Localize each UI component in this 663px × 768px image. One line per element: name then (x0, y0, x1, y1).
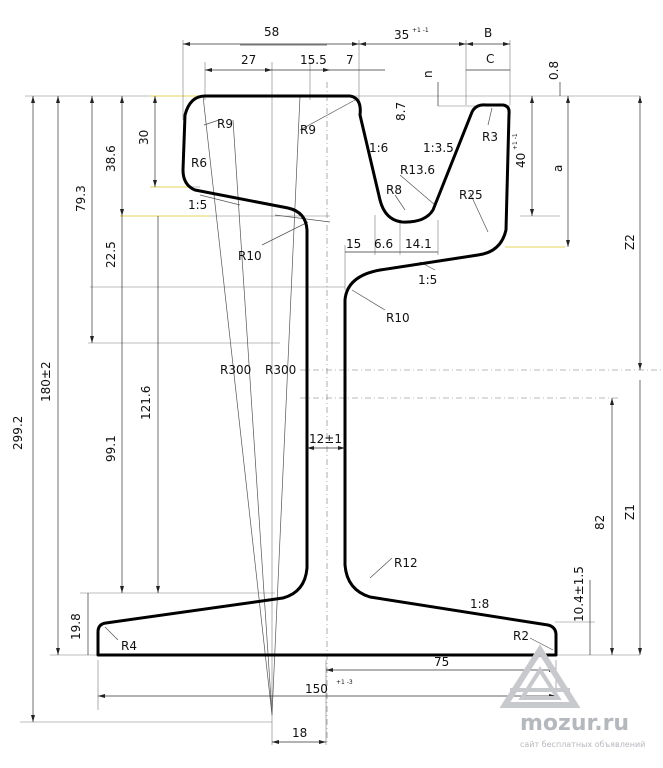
dim-10-4: 10.4±1.5 (572, 566, 586, 622)
dim-12: 12±1 (309, 432, 342, 446)
radius-r25: R25 (459, 188, 483, 202)
dim-a: a (551, 165, 565, 172)
dim-c: C (486, 52, 494, 66)
slope-1-5-left: 1:5 (188, 198, 207, 212)
dim-40-tol: +1 -1 (512, 133, 519, 150)
radius-r6: R6 (191, 156, 207, 170)
dim-75: 75 (434, 655, 449, 669)
radius-r12: R12 (394, 556, 418, 570)
dim-150: 150 (305, 682, 328, 696)
extension-lines (20, 95, 640, 723)
radius-r2: R2 (513, 629, 529, 643)
watermark-logo: mozur.ru сайт бесплатных объявлений (499, 644, 645, 749)
radius-r4: R4 (121, 639, 137, 653)
dim-79-3: 79.3 (74, 185, 88, 212)
arrowheads (31, 42, 642, 744)
dim-58: 58 (264, 25, 279, 39)
dim-82: 82 (593, 515, 607, 530)
dim-z1: Z1 (623, 504, 637, 520)
slope-1-8: 1:8 (470, 597, 489, 611)
radius-r8: R8 (386, 183, 402, 197)
dim-30: 30 (137, 130, 151, 145)
dim-35: 35 (394, 28, 409, 42)
dim-b: B (484, 26, 492, 40)
radius-r9-mid: R9 (300, 123, 316, 137)
dim-18: 18 (292, 726, 307, 740)
dim-299-2: 299.2 (11, 416, 25, 450)
dim-121-6: 121.6 (139, 386, 153, 420)
dim-35-tol: +1 -1 (412, 27, 429, 34)
radius-labels: R9 R9 R6 R3 R13.6 R8 R25 R10 R10 R300 R3… (121, 117, 529, 653)
dim-15: 15 (346, 237, 361, 251)
radius-r300-b: R300 (265, 363, 296, 377)
dimension-labels: 58 35 +1 -1 B 27 15.5 7 n C 0.8 299.2 18… (11, 25, 637, 740)
slope-1-6: 1:6 (369, 141, 388, 155)
dim-19-8: 19.8 (69, 613, 83, 640)
watermark-tagline: сайт бесплатных объявлений (520, 740, 645, 749)
dim-27: 27 (241, 53, 256, 67)
dim-6-6: 6.6 (374, 237, 393, 251)
dim-0-8: 0.8 (547, 61, 561, 80)
dim-z2: Z2 (623, 234, 637, 250)
yellow-guide-lines (120, 95, 565, 248)
watermark-brand: mozur.ru (520, 711, 629, 736)
dimension-lines (32, 43, 641, 743)
radius-r9-left: R9 (217, 117, 233, 131)
radius-leaders (104, 44, 554, 716)
vertical-extension-lines (97, 40, 557, 745)
rail-profile-outline (96, 94, 558, 657)
dim-99-1: 99.1 (104, 435, 118, 462)
radius-r10-right: R10 (386, 311, 410, 325)
radius-r3: R3 (482, 130, 498, 144)
dim-180: 180±2 (39, 361, 53, 402)
slope-labels: 1:5 1:6 1:3.5 1:5 1:8 (188, 141, 489, 611)
slope-1-5-right: 1:5 (418, 273, 437, 287)
dim-8-7: 8.7 (394, 102, 408, 121)
dim-150-tol: +1 -3 (336, 679, 353, 686)
dim-n: n (421, 70, 435, 78)
dim-15-5: 15.5 (300, 53, 327, 67)
dim-22-5: 22.5 (104, 241, 118, 268)
radius-r300-a: R300 (220, 363, 251, 377)
dim-14-1: 14.1 (405, 237, 432, 251)
radius-r13-6: R13.6 (400, 163, 435, 177)
dim-38-6: 38.6 (104, 145, 118, 172)
dim-40: 40 (514, 153, 528, 168)
radius-r10-left: R10 (238, 249, 262, 263)
dim-7: 7 (346, 53, 354, 67)
slope-1-3-5: 1:3.5 (423, 141, 454, 155)
